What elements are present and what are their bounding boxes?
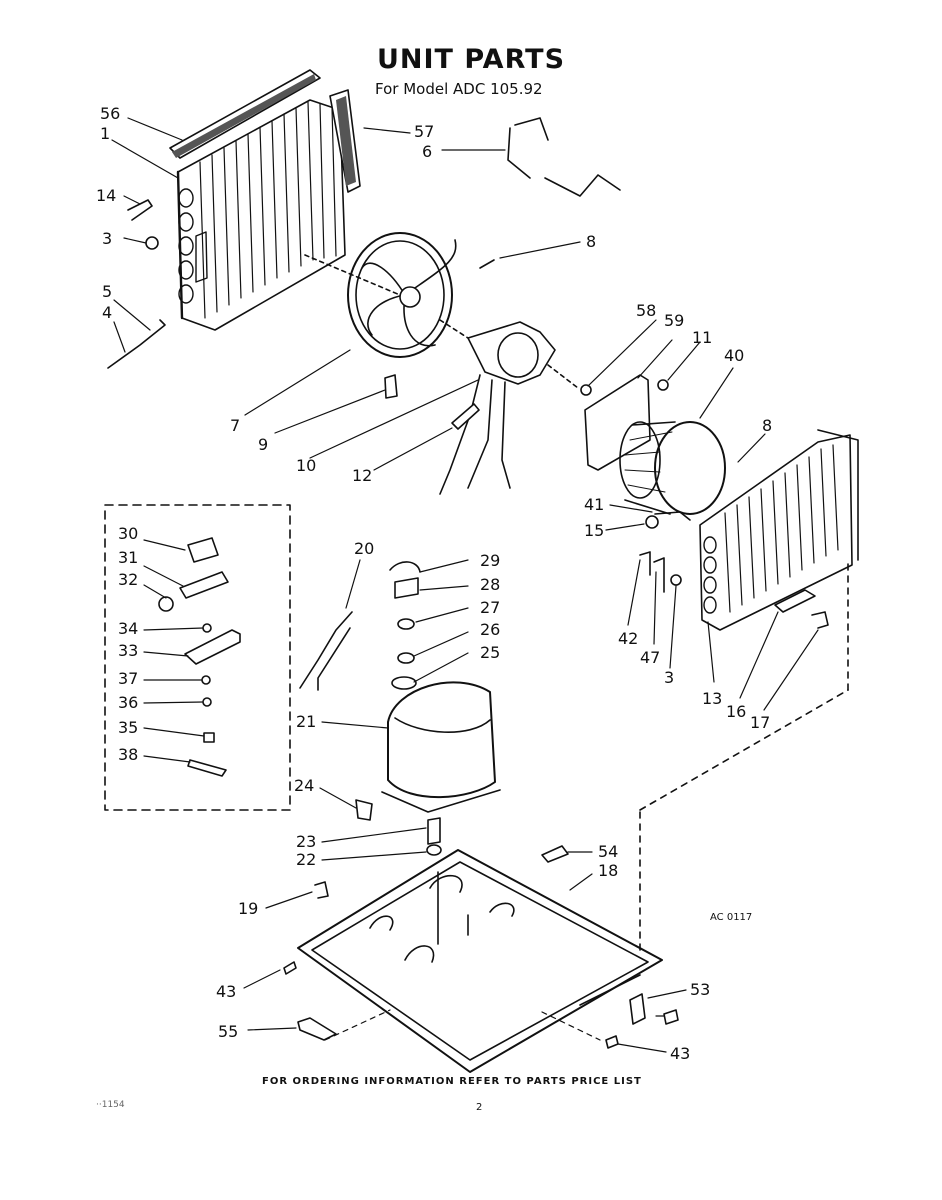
- page-number: 2: [476, 1102, 483, 1113]
- tube-42-47: [639, 551, 665, 593]
- top-seal-56: [169, 69, 321, 159]
- relay-30: [187, 537, 219, 563]
- bracket-55: [297, 1017, 337, 1041]
- callout-14: 14: [96, 186, 117, 205]
- ordering-note: FOR ORDERING INFORMATION REFER TO PARTS …: [262, 1076, 642, 1087]
- clip-19: [314, 881, 329, 899]
- screw-43a: [283, 961, 297, 975]
- callout-55: 55: [218, 1022, 239, 1041]
- callout-53: 53: [690, 980, 711, 999]
- callout-40: 40: [724, 346, 745, 365]
- callout-33: 33: [118, 641, 139, 660]
- callout-12: 12: [352, 466, 373, 485]
- capacitor-31: [179, 571, 229, 599]
- terminal-cover-29-28: [389, 561, 421, 599]
- rod-4-5: [107, 319, 166, 369]
- nut-11: [657, 379, 669, 391]
- callout-34: 34: [118, 619, 139, 638]
- callout-8b: 8: [762, 416, 773, 435]
- callout-8: 8: [586, 232, 597, 251]
- nut-58: [580, 384, 592, 396]
- callout-11: 11: [692, 328, 713, 347]
- callout-5: 5: [102, 282, 113, 301]
- fan-shroud-7: [304, 232, 457, 358]
- side-seal-57: [329, 89, 361, 193]
- small-parts-35-38: [187, 675, 227, 777]
- bracket-33-34: [184, 623, 241, 665]
- callout-26: 26: [480, 620, 501, 639]
- mount-23-22: [426, 817, 442, 856]
- model-subtitle: For Model ADC 105.92: [375, 80, 543, 98]
- callout-6: 6: [422, 142, 433, 161]
- callout-32: 32: [118, 570, 139, 589]
- part-54: [541, 845, 569, 863]
- callout-4: 4: [102, 303, 113, 322]
- nut-8a: [479, 259, 495, 269]
- condenser-coil: [176, 99, 346, 331]
- callout-28: 28: [480, 575, 501, 594]
- callout-10: 10: [296, 456, 317, 475]
- callout-54: 54: [598, 842, 619, 861]
- callout-13: 13: [702, 689, 723, 708]
- document-code: ··1154: [96, 1100, 125, 1110]
- callout-22: 22: [296, 850, 317, 869]
- terminal-27-26-25: [391, 618, 417, 690]
- callout-3: 3: [102, 229, 113, 248]
- grommet-24: [355, 799, 373, 821]
- callout-41: 41: [584, 495, 605, 514]
- callout-29: 29: [480, 551, 501, 570]
- callout-19: 19: [238, 899, 259, 918]
- fan-motor-10: [439, 319, 579, 495]
- callout-18: 18: [598, 861, 619, 880]
- diagram-code: AC 0117: [710, 912, 753, 923]
- grommet-3a: [145, 236, 159, 250]
- callout-7: 7: [230, 416, 241, 435]
- callout-37: 37: [118, 669, 139, 688]
- callout-23: 23: [296, 832, 317, 851]
- page-title: UNIT PARTS: [376, 44, 566, 75]
- callout-1: 1: [100, 124, 111, 143]
- callout-17: 17: [750, 713, 771, 732]
- tube-6: [507, 117, 621, 197]
- callout-24: 24: [294, 776, 315, 795]
- callout-25: 25: [480, 643, 501, 662]
- callout-43b: 43: [670, 1044, 691, 1063]
- callout-9: 9: [258, 435, 269, 454]
- base-pan-18: [297, 559, 849, 1073]
- callout-42: 42: [618, 629, 639, 648]
- callout-43: 43: [216, 982, 237, 1001]
- screw-43b: [605, 1035, 619, 1049]
- callout-31: 31: [118, 548, 139, 567]
- clip-41: [654, 511, 691, 521]
- callout-16: 16: [726, 702, 747, 721]
- callout-35: 35: [118, 718, 139, 737]
- sleeve-12: [451, 403, 480, 430]
- evaporator-coil: [699, 429, 859, 631]
- bracket-53: [629, 993, 646, 1025]
- callout-47: 47: [640, 648, 661, 667]
- screw-43c: [663, 1009, 679, 1025]
- callout-58: 58: [636, 301, 657, 320]
- blower-wheel-40: [619, 421, 726, 515]
- callout-36: 36: [118, 693, 139, 712]
- grommet-15: [645, 515, 659, 529]
- cap-32: [158, 596, 174, 612]
- compressor-21: [381, 681, 501, 813]
- callout-57: 57: [414, 122, 435, 141]
- clip-9: [384, 374, 398, 399]
- clip-14: [127, 199, 153, 221]
- grommet-3b: [670, 574, 682, 586]
- drain-16-17: [774, 589, 829, 629]
- callout-59: 59: [664, 311, 685, 330]
- callout-27: 27: [480, 598, 501, 617]
- wire-20: [299, 611, 353, 691]
- callout-38: 38: [118, 745, 139, 764]
- callout-30: 30: [118, 524, 139, 543]
- callout-21: 21: [296, 712, 317, 731]
- callout-15: 15: [584, 521, 605, 540]
- callout-56: 56: [100, 104, 121, 123]
- callout-3b: 3: [664, 668, 675, 687]
- callout-20: 20: [354, 539, 375, 558]
